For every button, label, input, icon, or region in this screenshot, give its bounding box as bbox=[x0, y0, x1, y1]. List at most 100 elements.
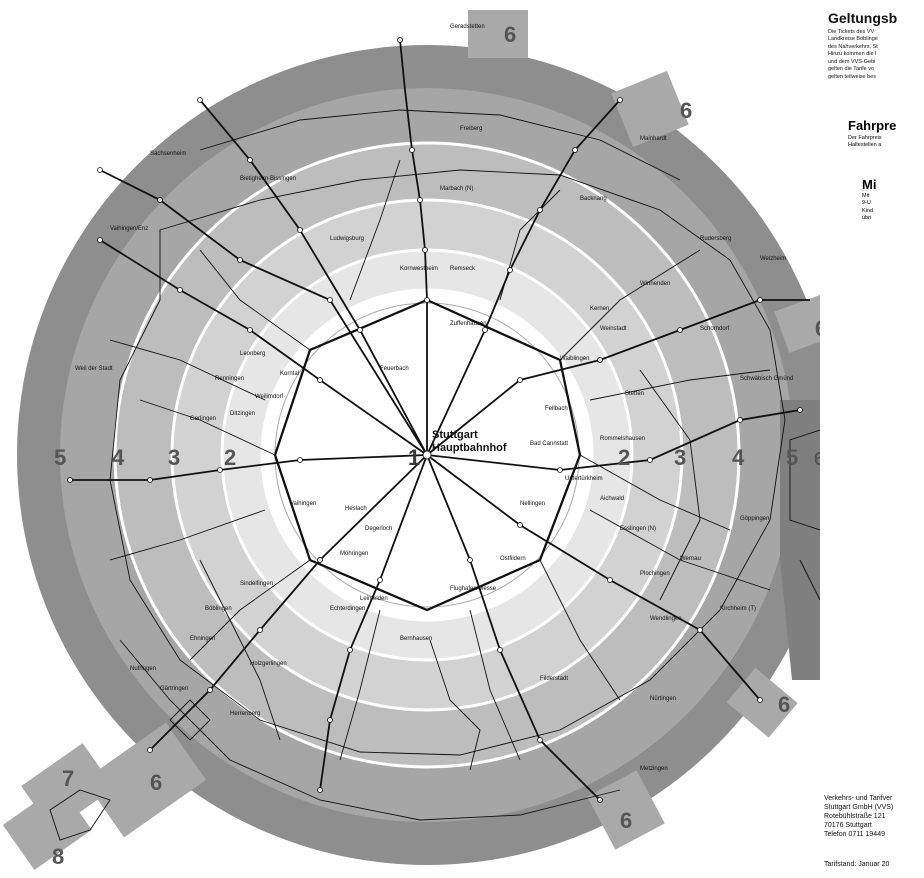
station-label: Schwäbisch Gmünd bbox=[740, 376, 793, 382]
station-label: Fellbach bbox=[545, 406, 568, 412]
zone-label-outer-7: 7 bbox=[62, 766, 74, 791]
station-label: Filderstadt bbox=[540, 676, 568, 682]
station-label: Waiblingen bbox=[560, 356, 589, 362]
station-label: Ostfildern bbox=[500, 556, 526, 562]
zone-label-right-4: 4 bbox=[732, 445, 745, 470]
zone-label-outer-8: 8 bbox=[52, 844, 64, 869]
station-label: Flughafen/Messe bbox=[450, 586, 497, 592]
station-label: Nellingen bbox=[520, 501, 545, 507]
station-label: Aichwald bbox=[600, 496, 624, 502]
station-labels: Geradstetten Mainhardt Backnang Bietighe… bbox=[75, 24, 793, 772]
station-label: Ehningen bbox=[190, 636, 215, 642]
tab-bottom-left-8 bbox=[2, 784, 92, 871]
station-label: Wernau bbox=[680, 556, 701, 562]
station-nodes bbox=[67, 37, 803, 803]
tab-bottom-left bbox=[83, 722, 207, 838]
station-label: Weilimdorf bbox=[255, 394, 284, 400]
station-label: Welzheim bbox=[760, 256, 786, 262]
tab-top bbox=[468, 10, 528, 58]
zone-label-left-5: 5 bbox=[54, 445, 66, 470]
legend-validity: Geltungsb Die Tickets des VV Landkreise … bbox=[828, 10, 924, 84]
mit-title: Mi bbox=[862, 177, 877, 192]
station-label: Winnenden bbox=[640, 281, 670, 287]
zone-label-right-3: 3 bbox=[674, 445, 686, 470]
legend-mit: Mi Mit 9-U Kind übri bbox=[862, 177, 924, 224]
station-label: Leinfelden bbox=[360, 596, 388, 602]
legend-text: Die Tickets des VV Landkreise Böblinge d… bbox=[828, 29, 878, 80]
contact-line: Stuttgart GmbH (VVS) bbox=[824, 804, 894, 812]
hub-label-line1: Stuttgart bbox=[432, 429, 478, 441]
station-label: Holzgerlingen bbox=[250, 661, 287, 667]
station-label: Bietigheim-Bissingen bbox=[240, 176, 296, 182]
station-label: Backnang bbox=[580, 196, 607, 202]
station-label: Bernhausen bbox=[400, 636, 432, 642]
station-label: Untertürkheim bbox=[565, 476, 603, 482]
station-label: Sindelfingen bbox=[240, 581, 273, 587]
station-label: Gerlingen bbox=[190, 416, 216, 422]
station-label: Wendlingen bbox=[650, 616, 682, 622]
station-label: Nufringen bbox=[130, 666, 156, 672]
zone-label-left-2: 2 bbox=[224, 445, 236, 470]
station-label: Vaihingen bbox=[290, 501, 316, 507]
station-label: Mainhardt bbox=[640, 136, 667, 142]
station-label: Marbach (N) bbox=[440, 186, 473, 192]
station-label: Stetten bbox=[625, 391, 644, 397]
station-label: Kernen bbox=[590, 306, 609, 312]
contact-line: Verkehrs- und Tarifver bbox=[824, 795, 893, 802]
station-label: Echterdingen bbox=[330, 606, 365, 612]
station-label: Korntal bbox=[280, 371, 299, 377]
mit-text: Mit 9-U Kind übri bbox=[862, 193, 874, 222]
hub-label: Stuttgart Hauptbahnhof bbox=[432, 429, 507, 454]
zone-label-right-2: 2 bbox=[618, 445, 630, 470]
station-label: Remseck bbox=[450, 266, 476, 272]
tab-top-right bbox=[611, 70, 689, 148]
hub-label-line2: Hauptbahnhof bbox=[432, 442, 507, 454]
zone-label-outer-bottom: 6 bbox=[620, 808, 632, 833]
tariff-zone-map: 1 5 4 3 2 2 3 4 5 6 6 6 6 6 6 6 7 8 Stut… bbox=[2, 10, 820, 871]
station-label: Heslach bbox=[345, 506, 367, 512]
tab-right bbox=[774, 291, 820, 353]
zone-label-1: 1 bbox=[408, 445, 420, 470]
tab-bottom-right bbox=[726, 667, 798, 738]
station-label: Freiberg bbox=[460, 126, 482, 132]
zone-label-right-5: 5 bbox=[786, 445, 798, 470]
station-label: Rudersberg bbox=[700, 236, 731, 242]
fare-title: Fahrpre bbox=[848, 118, 897, 133]
contact-line: 70176 Stuttgart bbox=[824, 822, 872, 830]
tab-bottom bbox=[587, 770, 665, 850]
station-label: Sachsenheim bbox=[150, 151, 186, 157]
station-label: Renningen bbox=[215, 376, 244, 382]
legend-title: Geltungsb bbox=[828, 10, 898, 26]
station-label: Vaihingen/Enz bbox=[110, 226, 148, 232]
station-label: Plochingen bbox=[640, 571, 670, 577]
zone-label-left-4: 4 bbox=[112, 445, 125, 470]
zone-label-outer-right: 6 bbox=[815, 316, 820, 341]
station-label: Gärtringen bbox=[160, 686, 188, 692]
contact-block: Verkehrs- und Tarifver Stuttgart GmbH (V… bbox=[824, 794, 893, 839]
zone-label-outer-bottom-left: 6 bbox=[150, 770, 162, 795]
zone-label-outer-top-right: 6 bbox=[680, 98, 692, 123]
zone-label-right-6: 6 bbox=[814, 449, 820, 469]
station-label: Weil der Stadt bbox=[75, 366, 113, 372]
station-label: Bad Cannstatt bbox=[530, 441, 568, 447]
station-label: Kirchheim (T) bbox=[720, 606, 756, 612]
station-label: Ditzingen bbox=[230, 411, 255, 417]
zone-numbers: 1 5 4 3 2 2 3 4 5 6 6 6 6 6 6 6 7 8 bbox=[52, 22, 820, 869]
zone-label-outer-top: 6 bbox=[504, 22, 516, 47]
legend-fare: Fahrpre Der Fahrpreis Haltestellen a bbox=[848, 118, 924, 152]
zone-label-outer-bottom-right: 6 bbox=[778, 692, 790, 717]
contact-line: Rotebühlstraße 121 bbox=[824, 813, 886, 821]
station-label: Nürtingen bbox=[650, 696, 676, 702]
station-label: Rommelshausen bbox=[600, 436, 645, 442]
station-label: Geradstetten bbox=[450, 24, 485, 30]
fare-text: Der Fahrpreis Haltestellen a bbox=[848, 135, 882, 149]
station-label: Degerloch bbox=[365, 526, 392, 532]
zone-label-left-3: 3 bbox=[168, 445, 180, 470]
station-label: Möhringen bbox=[340, 551, 368, 557]
station-label: Ludwigsburg bbox=[330, 236, 364, 242]
station-label: Feuerbach bbox=[380, 366, 409, 372]
station-label: Esslingen (N) bbox=[620, 526, 656, 532]
station-label: Metzingen bbox=[640, 766, 668, 772]
station-label: Kornwestheim bbox=[400, 266, 438, 272]
contact-line: Telefon 0711 19449 bbox=[824, 831, 885, 839]
